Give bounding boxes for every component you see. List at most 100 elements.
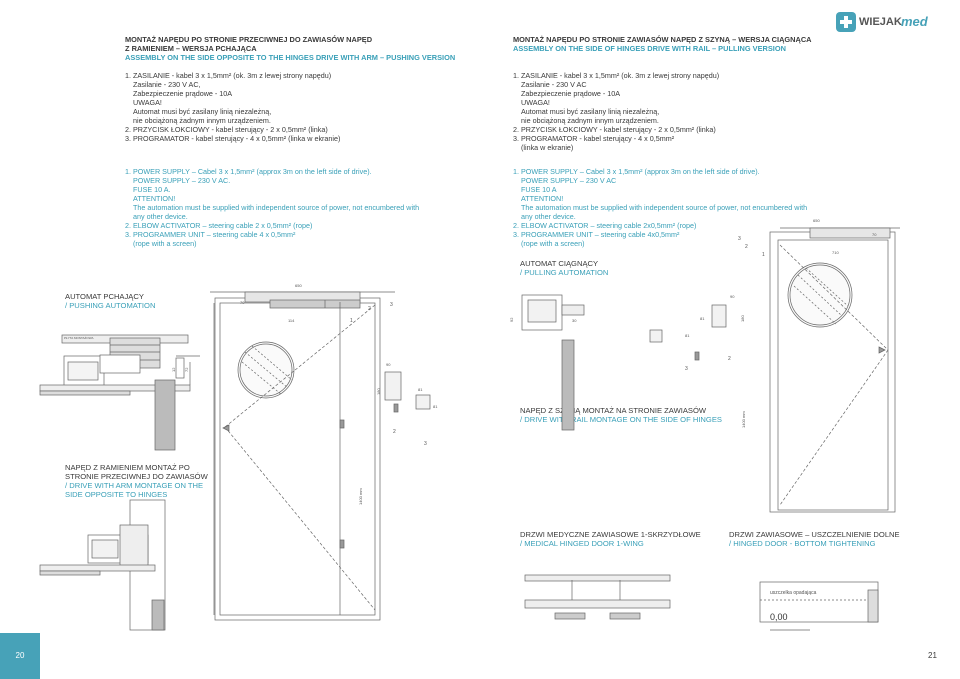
dim-92: 92 [509,317,514,322]
dim-81-left-b: 81 [433,404,438,409]
left-pl-line: UWAGA! [133,98,162,107]
dim-114: 114 [288,318,295,323]
left-en-line: ATTENTION! [133,194,176,203]
left-en-line: (rope with a screen) [133,239,197,248]
accessory-boxes-left [384,371,431,413]
page-number-box: 20 [0,633,40,679]
door-elevation-right [769,227,900,513]
right-label2-en: / DRIVE WITH RAIL MONTAGE ON THE SIDE OF… [520,415,722,424]
right-en-line: The automation must be supplied with ind… [521,203,808,212]
medical-door-plan [524,574,671,620]
dim-72: 72 [184,367,189,372]
left-en-line: The automation must be supplied with ind… [133,203,420,212]
dim-710: 710 [832,250,839,255]
dim-650-right: 650 [813,218,820,223]
right-label1-en: / PULLING AUTOMATION [520,268,609,277]
left-label2-pl-1: NAPĘD Z RAMIENIEM MONTAŻ PO [65,463,190,472]
right-en-line: ATTENTION! [521,194,564,203]
left-pl-list: 1. ZASILANIE - kabel 3 x 1,5mm² (ok. 3m … [125,71,475,143]
callout-2-left: 2 [368,306,371,312]
right-en-line: 1. POWER SUPPLY – Cabel 3 x 1,5mm² (appr… [513,167,760,176]
right-label2-pl: NAPĘD Z SZYNĄ MONTAŻ NA STRONIE ZAWIASÓW [520,406,707,415]
right-label4-pl: DRZWI ZAWIASOWE – USZCZELNIENIE DOLNE [729,530,900,539]
left-en-line: 3. PROGRAMMER UNIT – steering cable 4 x … [125,230,296,239]
right-pl-line: UWAGA! [521,98,550,107]
right-label3-pl: DRZWI MEDYCZNE ZAWIASOWE 1-SKRZYDŁOWE [520,530,701,539]
right-pl-line: nie obciążoną żadnym innym urządzeniem. [521,116,659,125]
left-label2-en-2: SIDE OPPOSITE TO HINGES [65,490,168,499]
brand-logo: WIEJAK med [835,11,930,33]
seal-value: 0,00 [770,612,788,622]
page-number-right: 21 [928,651,937,660]
dim-180-right: 180 [740,315,745,322]
left-en-line: FUSE 10 A. [133,185,171,194]
left-label2-pl-2: STRONIE PRZECIWNEJ DO ZAWIASÓW [65,472,208,481]
right-en-line: 3. PROGRAMMER UNIT – steering cable 4x0,… [513,230,680,239]
dim-650-left: 650 [295,283,302,288]
dim-81-right-a: 81 [700,316,705,321]
left-title-pl-1: MONTAŻ NAPĘDU PO STRONIE PRZECIWNEJ DO Z… [125,35,373,44]
right-title-pl: MONTAŻ NAPĘDU PO STRONIE ZAWIASÓW NAPĘD … [513,35,812,44]
right-en-line: FUSE 10 A [521,185,557,194]
page-number-left: 20 [15,651,25,660]
callout-2-right: 2 [745,244,748,250]
right-label1-pl: AUTOMAT CIĄGNĄCY [520,259,599,268]
right-en-line: POWER SUPPLY – 230 V AC [521,176,617,185]
right-diagrams: 650 70 710 1400 mm 3 2 1 92 30 90 81 81 … [509,218,900,631]
dim-12: 12 [171,367,176,372]
callout-3-right: 3 [738,236,741,242]
callout-1-left: 1 [350,318,353,324]
brand-name-a: WIEJAK [859,16,902,28]
seal-label: uszczelka opadająca [770,590,817,596]
right-pl-line: 1. ZASILANIE - kabel 3 x 1,5mm² (ok. 3m … [513,71,720,80]
left-pl-line: nie obciążoną żadnym innym urządzeniem. [133,116,271,125]
left-title-pl-2: Z RAMIENIEM – WERSJA PCHAJĄCA [125,44,257,53]
door-elevation-left [210,291,395,621]
callout-3-acc: 3 [424,441,427,447]
right-pl-line: Zasilanie - 230 V AC [521,80,587,89]
left-label1-pl: AUTOMAT PCHAJĄCY [65,292,144,301]
dim-1400-left: 1400 mm [358,488,363,505]
arm-montage-drawing [39,499,166,631]
left-en-line: 2. ELBOW ACTIVATOR – steering cable 2 x … [125,221,313,230]
left-pl-line: 2. PRZYCISK ŁOKCIOWY - kabel sterujący -… [125,125,328,134]
left-en-line: POWER SUPPLY – 230 V AC. [133,176,231,185]
left-title-en: ASSEMBLY ON THE SIDE OPPOSITE TO THE HIN… [125,53,456,62]
left-diagrams: PŁYTA MONTAŻOWA 12 72 650 70 114 1400 mm… [39,283,438,631]
dim-180-left: 180 [376,388,381,395]
dim-70-right: 70 [872,232,877,237]
right-pl-line: Zabezpieczenie prądowe - 10A [521,89,621,98]
pushing-automation-drawing [39,334,200,451]
dim-30: 30 [572,318,577,323]
dim-90-right: 90 [730,294,735,299]
left-en-line: any other device. [133,212,188,221]
left-en-list: 1. POWER SUPPLY – Cabel 3 x 1,5mm² (appr… [125,167,475,248]
right-title-en: ASSEMBLY ON THE SIDE OF HINGES DRIVE WIT… [513,44,786,53]
medical-cross-icon [836,12,856,32]
left-pl-line: 1. ZASILANIE - kabel 3 x 1,5mm² (ok. 3m … [125,71,332,80]
right-pl-line: 3. PROGRAMATOR - kabel sterujący - 4 x 0… [513,134,675,143]
callout-2-acc: 2 [393,429,396,435]
pulling-automation-drawing [521,294,727,431]
callout-2-pull: 2 [728,356,731,362]
left-pl-line: Zasilanie - 230 V AC, [133,80,201,89]
left-pl-line: Automat musi być zasilany linią niezależ… [133,107,272,116]
dim-90-left: 90 [386,362,391,367]
right-label4-en: / HINGED DOOR - BOTTOM TIGHTENING [729,539,876,548]
left-en-line: 1. POWER SUPPLY – Cabel 3 x 1,5mm² (appr… [125,167,372,176]
right-en-line: (rope with a screen) [521,239,585,248]
right-pl-line: 2. PRZYCISK ŁOKCIOWY - kabel sterujący -… [513,125,716,134]
right-pl-line: (linka w ekranie) [521,143,574,152]
left-pl-line: Zabezpieczenie prądowe - 10A [133,89,233,98]
right-en-line: any other device. [521,212,576,221]
right-label3-en: / MEDICAL HINGED DOOR 1-WING [520,539,644,548]
dim-81-left-a: 81 [418,387,423,392]
right-en-list: 1. POWER SUPPLY – Cabel 3 x 1,5mm² (appr… [513,167,843,248]
left-label1-en: / PUSHING AUTOMATION [65,301,156,310]
left-label2-en-1: / DRIVE WITH ARM MONTAGE ON THE [65,481,204,490]
right-pl-list: 1. ZASILANIE - kabel 3 x 1,5mm² (ok. 3m … [513,71,813,152]
callout-1-right: 1 [762,252,765,258]
right-pl-line: Automat musi być zasilany linią niezależ… [521,107,660,116]
bottom-seal-detail [759,581,879,631]
dim-81-right-b: 81 [685,333,690,338]
